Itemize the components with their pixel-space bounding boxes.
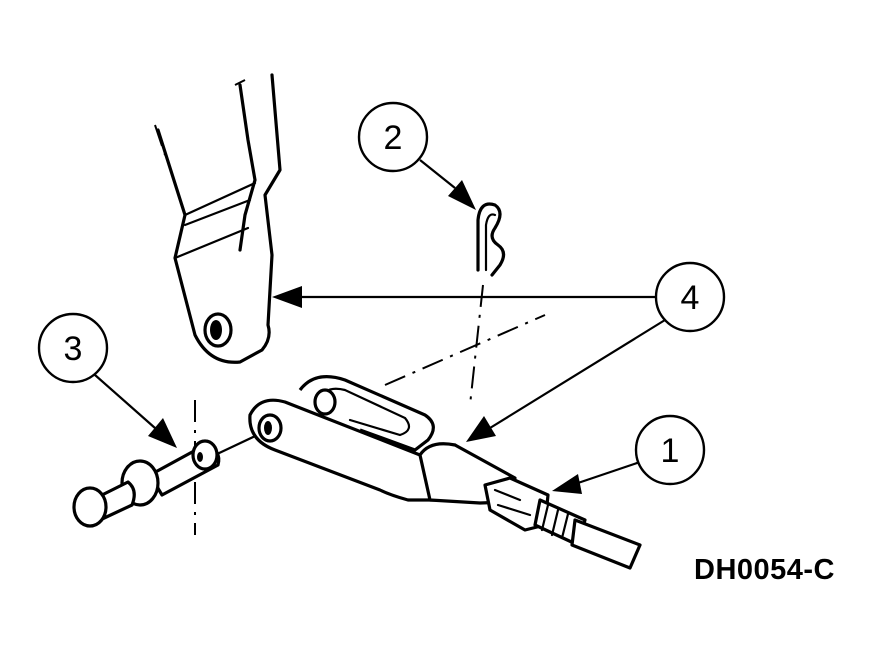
clevis-pin xyxy=(72,439,221,528)
clevis-centerline xyxy=(384,314,546,386)
lever-arm xyxy=(154,73,282,364)
figure-id-label: DH0054-C xyxy=(694,554,835,586)
callout-4-label: 4 xyxy=(681,279,700,317)
callout-3: 3 xyxy=(37,312,177,448)
cable-clevis xyxy=(248,375,642,570)
callout-3-label: 3 xyxy=(64,330,83,368)
callout-2: 2 xyxy=(357,101,476,210)
retaining-clip xyxy=(476,202,506,277)
callout-2-label: 2 xyxy=(384,119,403,157)
callout-1-label: 1 xyxy=(661,432,680,470)
lever-hole-shadow xyxy=(210,320,222,340)
callout-4: 4 xyxy=(272,261,726,442)
callout-1: 1 xyxy=(552,414,706,494)
